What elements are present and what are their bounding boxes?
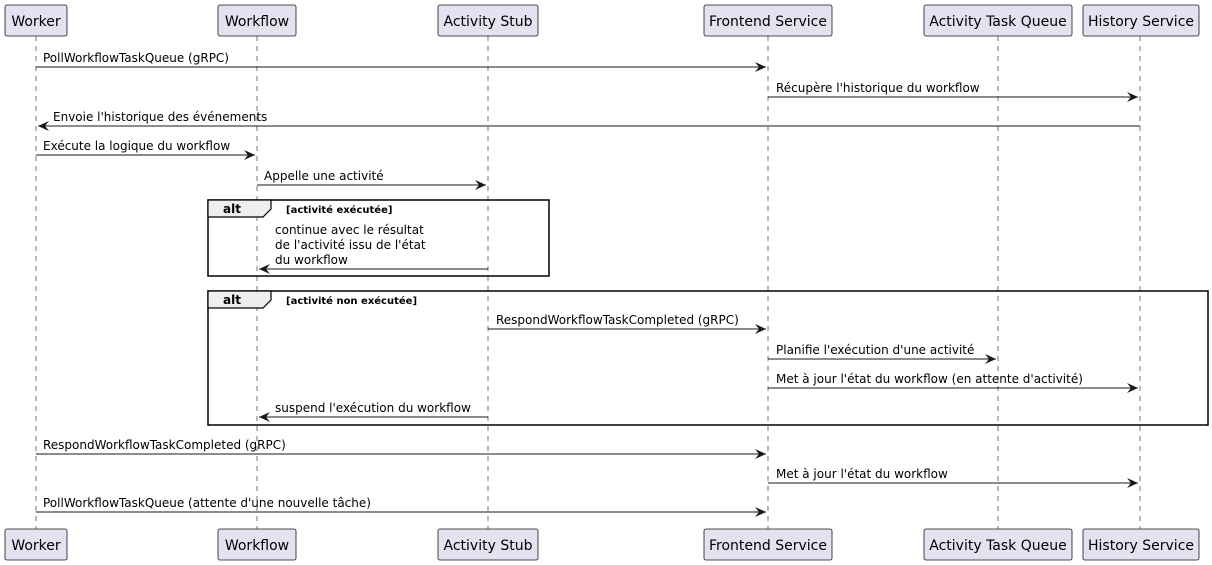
participant-label: Frontend Service bbox=[709, 538, 827, 554]
alt-fragment-not-executed: alt [activité non exécutée] bbox=[207, 290, 1209, 426]
participant-history-service: History Service bbox=[1082, 528, 1200, 561]
participant-label: Activity Stub bbox=[444, 538, 533, 554]
message-label: Planifie l'exécution d'une activité bbox=[776, 343, 974, 357]
message: PollWorkflowTaskQueue (gRPC) bbox=[36, 51, 766, 72]
participant-label: Activity Task Queue bbox=[929, 14, 1066, 30]
participant-label: Workflow bbox=[225, 14, 289, 30]
message: continue avec le résultat de l'activité … bbox=[259, 223, 488, 274]
message-label-line: du workflow bbox=[275, 253, 348, 267]
message: RespondWorkflowTaskCompleted (gRPC) bbox=[36, 438, 766, 459]
message: Met à jour l'état du workflow (en attent… bbox=[768, 372, 1138, 393]
message-label: Exécute la logique du workflow bbox=[43, 139, 230, 153]
message: suspend l'exécution du workflow bbox=[259, 401, 488, 422]
participant-workflow: Workflow bbox=[217, 528, 297, 561]
alt-fragment-executed: alt [activité exécutée] bbox=[207, 199, 550, 277]
participant-label: History Service bbox=[1088, 538, 1194, 554]
message-label-line: continue avec le résultat bbox=[275, 223, 424, 237]
message-label: RespondWorkflowTaskCompleted (gRPC) bbox=[496, 313, 739, 327]
messages: PollWorkflowTaskQueue (gRPC) Récupère l'… bbox=[36, 51, 1140, 517]
message: Appelle une activité bbox=[257, 169, 486, 190]
participant-label: Frontend Service bbox=[709, 14, 827, 30]
participant-worker: Worker bbox=[4, 528, 68, 561]
participant-label: Activity Stub bbox=[444, 14, 533, 30]
participant-worker: Worker bbox=[4, 4, 68, 37]
participant-activity-stub: Activity Stub bbox=[437, 528, 539, 561]
participant-label: Worker bbox=[11, 538, 61, 554]
participant-history-service: History Service bbox=[1082, 4, 1200, 37]
participant-activity-task-queue: Activity Task Queue bbox=[923, 528, 1073, 561]
lifelines bbox=[35, 36, 1141, 529]
participant-label: History Service bbox=[1088, 14, 1194, 30]
participants-bottom: Worker Workflow Activity Stub Frontend S… bbox=[4, 528, 1200, 561]
fragment-keyword: alt bbox=[223, 293, 241, 307]
message-label: suspend l'exécution du workflow bbox=[275, 401, 471, 415]
fragment-keyword: alt bbox=[223, 202, 241, 216]
message: Planifie l'exécution d'une activité bbox=[768, 343, 996, 364]
message: Exécute la logique du workflow bbox=[36, 139, 255, 160]
participant-activity-task-queue: Activity Task Queue bbox=[923, 4, 1073, 37]
message: Récupère l'historique du workflow bbox=[768, 81, 1138, 102]
message-label: Met à jour l'état du workflow (en attent… bbox=[776, 372, 1083, 386]
participant-activity-stub: Activity Stub bbox=[437, 4, 539, 37]
fragment-guard: [activité exécutée] bbox=[286, 204, 392, 216]
message: Met à jour l'état du workflow bbox=[768, 467, 1138, 488]
participant-workflow: Workflow bbox=[217, 4, 297, 37]
fragment-guard: [activité non exécutée] bbox=[286, 295, 417, 307]
participants-top: Worker Workflow Activity Stub Frontend S… bbox=[4, 4, 1200, 37]
participant-label: Activity Task Queue bbox=[929, 538, 1066, 554]
participant-label: Worker bbox=[11, 14, 61, 30]
message-label-line: de l'activité issu de l'état bbox=[275, 238, 426, 252]
message: PollWorkflowTaskQueue (attente d'une nou… bbox=[36, 496, 766, 517]
message-label: Envoie l'historique des événements bbox=[53, 110, 267, 124]
message: Envoie l'historique des événements bbox=[38, 110, 1140, 131]
message-label: PollWorkflowTaskQueue (gRPC) bbox=[43, 51, 229, 65]
message-label: Récupère l'historique du workflow bbox=[776, 81, 980, 95]
message-label: Appelle une activité bbox=[264, 169, 384, 183]
participant-frontend-service: Frontend Service bbox=[703, 4, 833, 37]
message-label: Met à jour l'état du workflow bbox=[776, 467, 948, 481]
participant-frontend-service: Frontend Service bbox=[703, 528, 833, 561]
message-label: PollWorkflowTaskQueue (attente d'une nou… bbox=[43, 496, 371, 510]
participant-label: Workflow bbox=[225, 538, 289, 554]
message: RespondWorkflowTaskCompleted (gRPC) bbox=[488, 313, 766, 334]
message-label: RespondWorkflowTaskCompleted (gRPC) bbox=[43, 438, 286, 452]
